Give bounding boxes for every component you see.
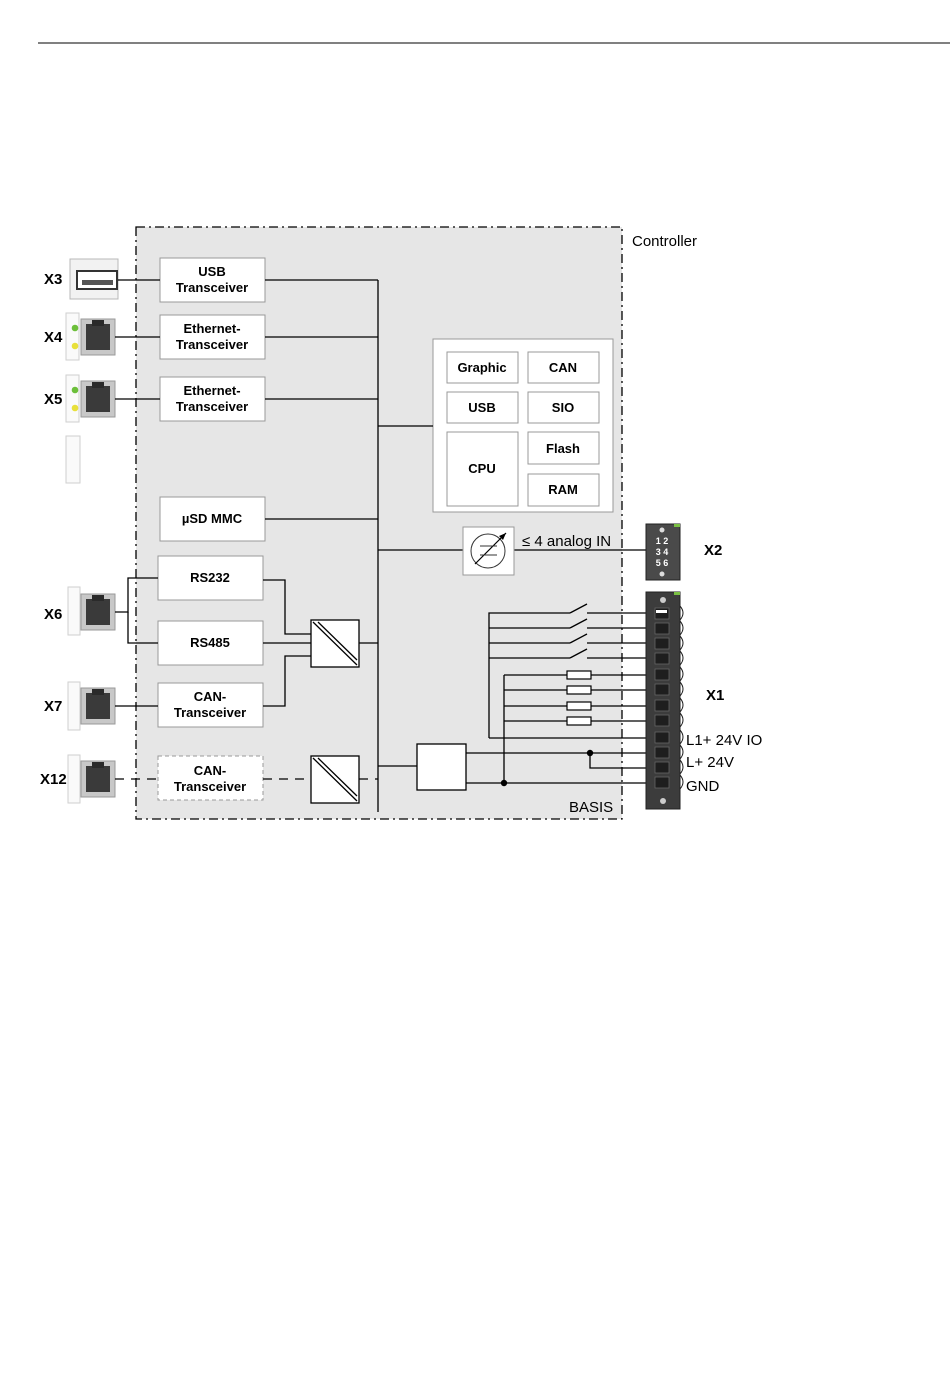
svg-text:5 6: 5 6	[656, 558, 669, 568]
connector-label-x7: X7	[44, 698, 62, 715]
connector-label-x12: X12	[40, 771, 67, 788]
rs232-block: RS232	[158, 556, 263, 600]
usb-transceiver-block: USB Transceiver	[160, 258, 265, 302]
svg-text:Flash: Flash	[546, 441, 580, 456]
power-label-l: L+ 24V	[686, 754, 734, 771]
isolator-icon	[311, 620, 359, 667]
rj-port-icon	[68, 755, 115, 803]
svg-text:CAN: CAN	[549, 360, 577, 375]
svg-text:Transceiver: Transceiver	[174, 705, 246, 720]
sio-block: SIO	[528, 392, 599, 423]
ethernet-port-icon	[66, 313, 115, 360]
connector-label-x1: X1	[706, 687, 724, 704]
cpu-module: Graphic CAN USB SIO CPU Flash RAM	[433, 339, 613, 512]
svg-text:Transceiver: Transceiver	[174, 779, 246, 794]
connector-label-x3: X3	[44, 271, 62, 288]
graphic-block: Graphic	[447, 352, 518, 383]
svg-text:RAM: RAM	[548, 482, 578, 497]
flash-block: Flash	[528, 432, 599, 464]
controller-label: Controller	[632, 233, 697, 250]
svg-text:RS232: RS232	[190, 570, 230, 585]
svg-text:CPU: CPU	[468, 461, 495, 476]
connector-label-x6: X6	[44, 606, 62, 623]
sd-card-slot-icon	[66, 436, 80, 483]
ram-block: RAM	[528, 474, 599, 506]
can-transceiver-block: CAN- Transceiver	[158, 683, 263, 727]
rj-port-icon	[68, 587, 115, 635]
svg-text:1 2: 1 2	[656, 536, 669, 546]
power-label-l1: L1+ 24V IO	[686, 732, 762, 749]
analog-in-label: ≤ 4 analog IN	[522, 533, 611, 550]
connector-label-x5: X5	[44, 391, 62, 408]
svg-text:CAN-: CAN-	[194, 763, 227, 778]
svg-text:µSD MMC: µSD MMC	[182, 511, 243, 526]
svg-text:Transceiver: Transceiver	[176, 399, 248, 414]
connector-label-x4: X4	[44, 329, 63, 346]
rs485-block: RS485	[158, 621, 263, 665]
terminal-x2-icon: 1 2 3 4 5 6	[646, 524, 680, 580]
ethernet-transceiver-block: Ethernet- Transceiver	[160, 315, 265, 359]
svg-text:SIO: SIO	[552, 400, 574, 415]
terminal-x1-icon	[646, 592, 683, 809]
analog-converter-icon	[463, 527, 514, 575]
svg-text:Transceiver: Transceiver	[176, 337, 248, 352]
power-label-gnd: GND	[686, 778, 720, 795]
svg-text:USB: USB	[198, 264, 225, 279]
usb-block: USB	[447, 392, 518, 423]
svg-text:Ethernet-: Ethernet-	[183, 321, 240, 336]
svg-text:CAN-: CAN-	[194, 689, 227, 704]
ethernet-transceiver-block: Ethernet- Transceiver	[160, 377, 265, 421]
svg-text:Transceiver: Transceiver	[176, 280, 248, 295]
svg-text:USB: USB	[468, 400, 495, 415]
power-supply-block	[417, 744, 466, 790]
usb-port-icon	[70, 259, 118, 299]
ethernet-port-icon	[66, 375, 115, 422]
rj-port-icon	[68, 682, 115, 730]
svg-text:3 4: 3 4	[656, 547, 669, 557]
usd-mmc-block: µSD MMC	[160, 497, 265, 541]
basis-label: BASIS	[569, 799, 613, 816]
connector-label-x2: X2	[704, 542, 722, 559]
can-block: CAN	[528, 352, 599, 383]
svg-text:RS485: RS485	[190, 635, 230, 650]
isolator-icon	[311, 756, 359, 803]
can-transceiver-optional-block: CAN- Transceiver	[158, 756, 263, 800]
cpu-block: CPU	[447, 432, 518, 506]
svg-text:Ethernet-: Ethernet-	[183, 383, 240, 398]
svg-text:Graphic: Graphic	[457, 360, 506, 375]
